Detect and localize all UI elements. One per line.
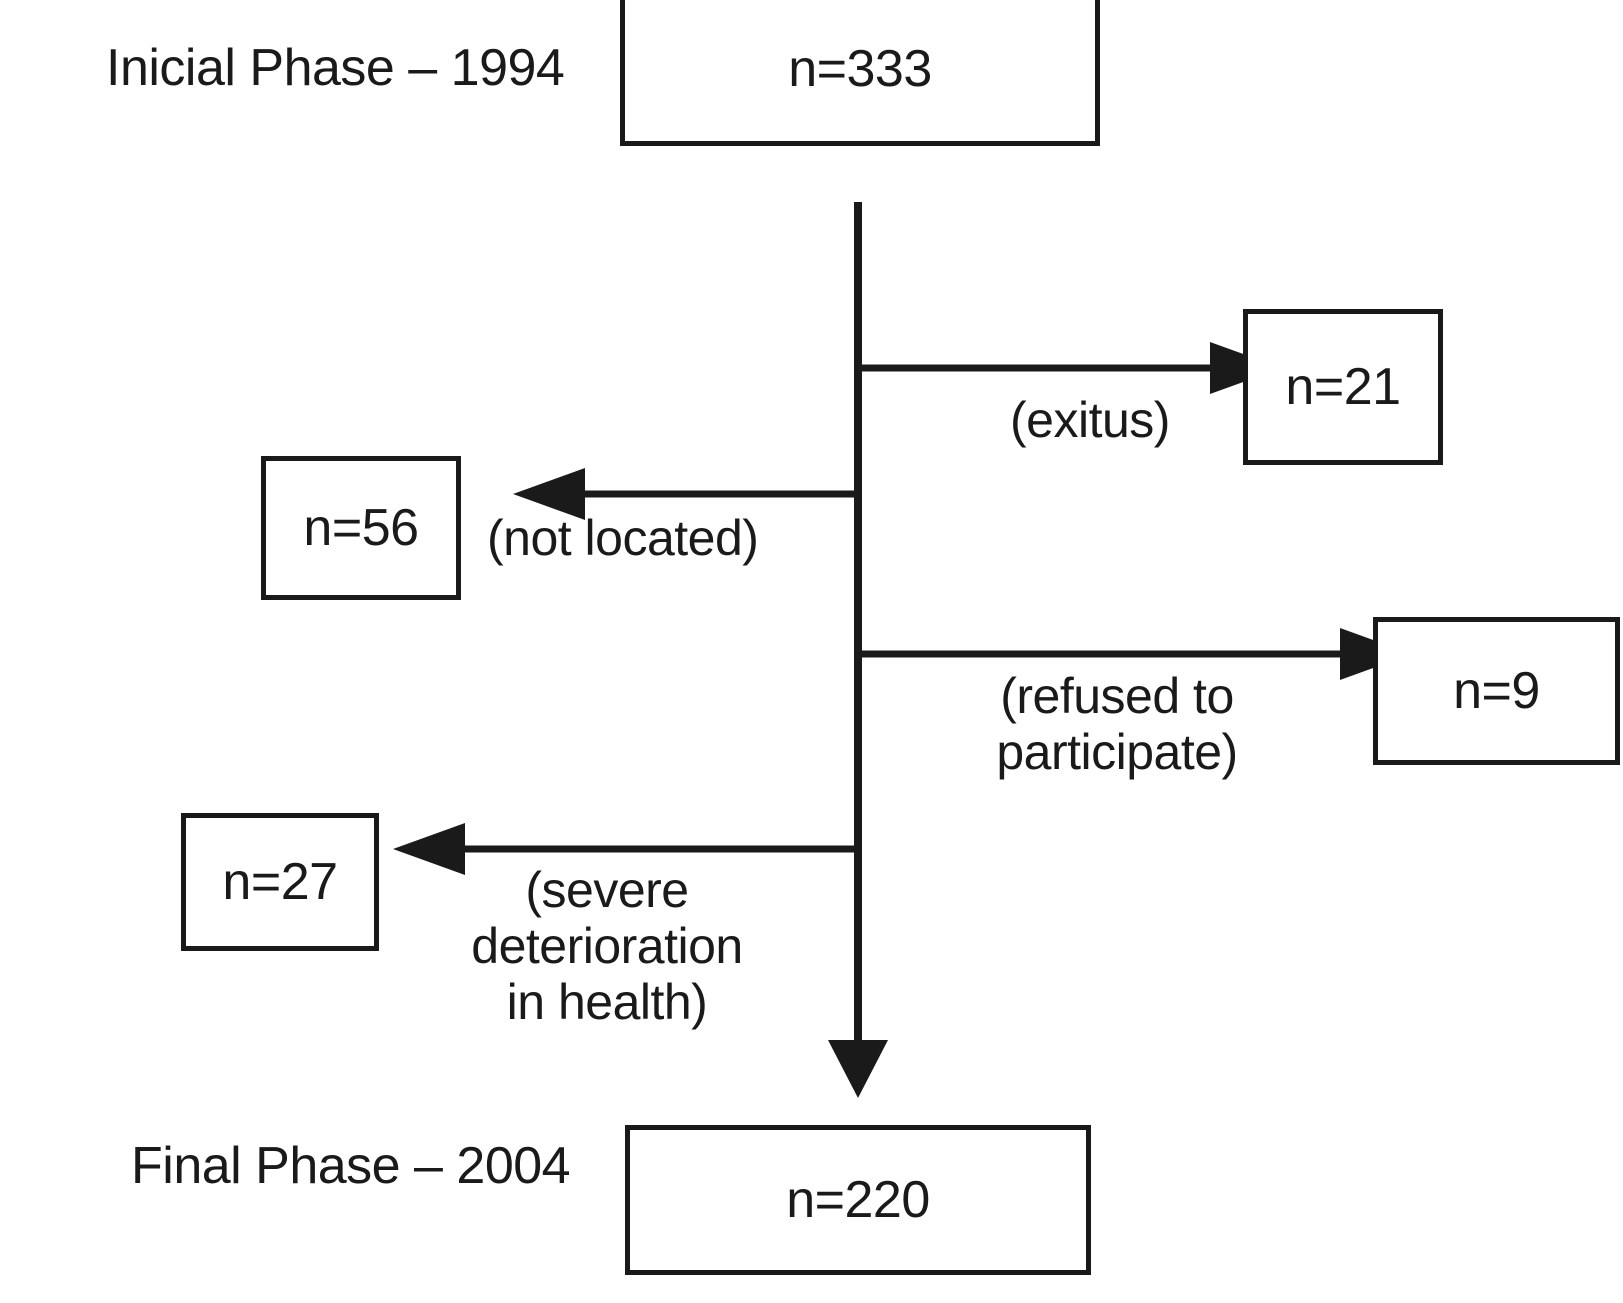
attrition-label-deterioration-line-3: in health)	[506, 974, 708, 1030]
arrow-left-icon-deterioration	[393, 823, 465, 875]
attrition-label-deterioration-line-2: deterioration	[471, 918, 743, 974]
attrition-label-refused-line-1: (refused to	[1000, 668, 1234, 724]
attrition-box-refused: n=9	[1373, 617, 1620, 765]
attrition-label-exitus: (exitus)	[960, 392, 1220, 448]
attrition-label-exitus-line-1: (exitus)	[1010, 392, 1170, 448]
attrition-box-exitus: n=21	[1243, 309, 1443, 465]
final-phase-label: Final Phase – 2004	[131, 1137, 571, 1195]
attrition-box-deterioration: n=27	[181, 813, 379, 951]
attrition-label-refused-line-2: participate)	[996, 724, 1238, 780]
attrition-box-not-located: n=56	[261, 456, 461, 600]
attrition-label-deterioration-line-1: (severe	[525, 862, 689, 918]
arrow-down-icon	[828, 1040, 888, 1098]
final-phase-box: n=220	[625, 1125, 1091, 1275]
arrow-left-icon-not-located	[513, 468, 585, 520]
attrition-label-not-located-line-1: (not located)	[487, 510, 759, 566]
attrition-label-refused: (refused to participate)	[952, 668, 1282, 780]
attrition-label-not-located: (not located)	[487, 510, 787, 566]
initial-phase-box: n=333	[620, 0, 1100, 146]
initial-phase-label: Inicial Phase – 1994	[106, 39, 565, 97]
attrition-label-deterioration: (severe deterioration in health)	[452, 862, 762, 1030]
